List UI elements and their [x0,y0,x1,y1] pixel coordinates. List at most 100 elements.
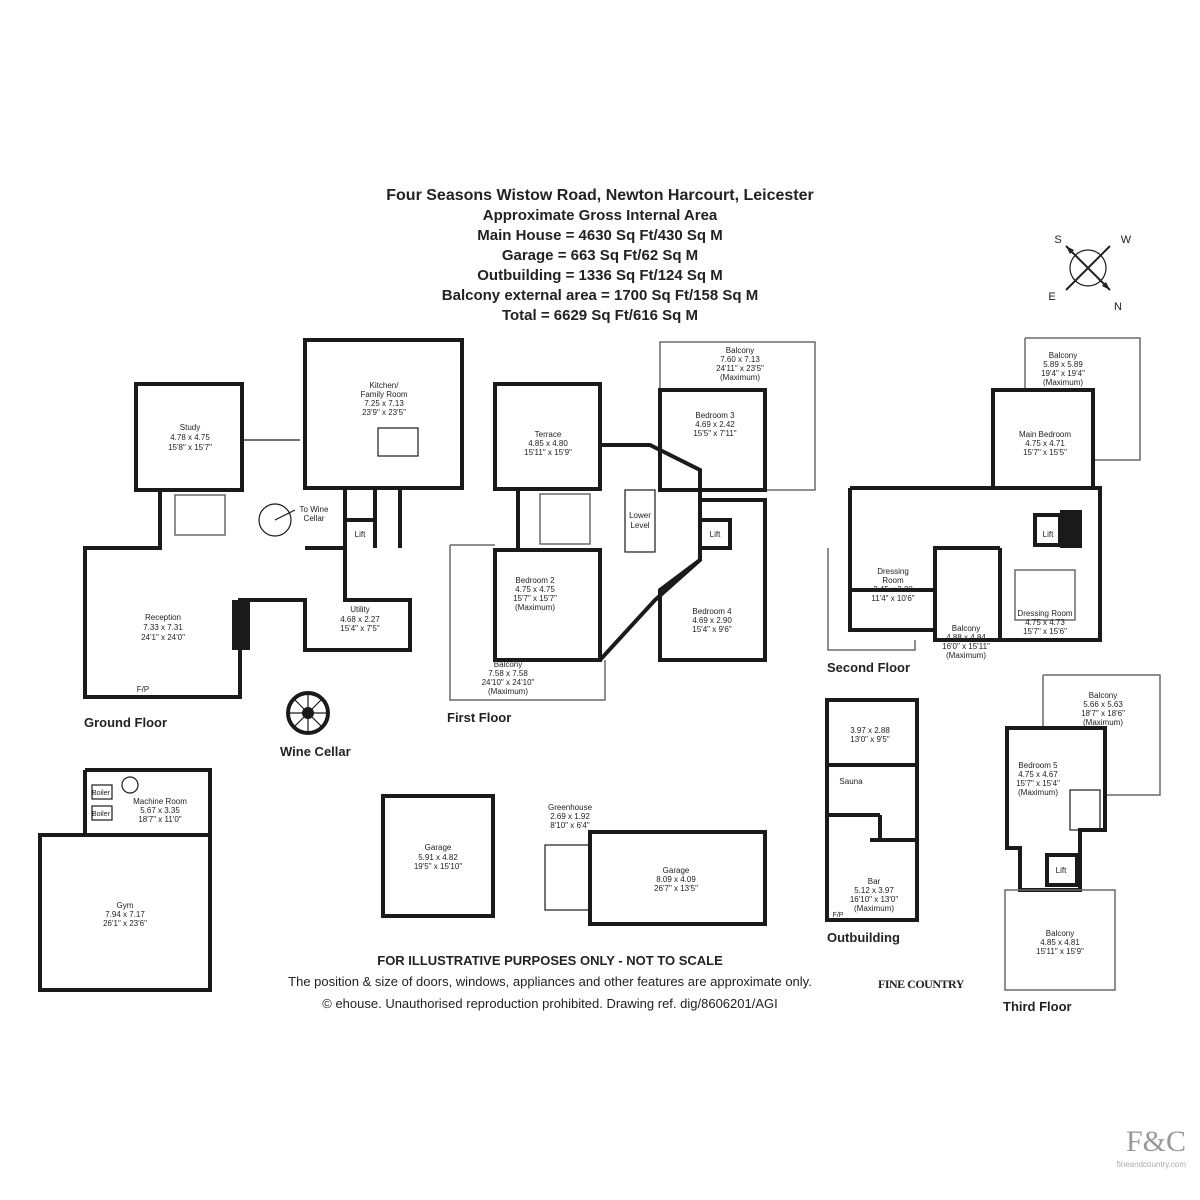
machine-gym-plan [38,768,212,992]
room-kitchen-2: Family Room [360,390,407,399]
room-balcony6: Balcony [1046,929,1074,938]
room-balcony3-note: (Maximum) [1043,378,1083,387]
room-machine: Machine Room [133,797,187,806]
room-balcony4-m: 4.88 x 4.84 [946,633,986,642]
compass-icon: S W E N [1048,234,1131,313]
room-bedroom3-m: 4.69 x 2.42 [695,420,735,429]
label-outbuilding: Outbuilding [827,930,900,945]
room-balcony2: Balcony [494,660,522,669]
room-reception: Reception [145,613,181,622]
plan-subtitle: Approximate Gross Internal Area [482,207,718,224]
room-balcony6-ft: 15'11" x 15'9" [1036,947,1084,956]
room-balcony1-ft: 24'11" x 23'5" [716,364,764,373]
outbuilding-plan [825,698,919,922]
room-bedroom2-note: (Maximum) [515,603,555,612]
room-bedroom5-m: 4.75 x 4.67 [1018,770,1058,779]
room-dressing1-2: Room [882,576,904,585]
room-balcony3-m: 5.89 x 5.89 [1043,360,1083,369]
room-balcony3-ft: 19'4" x 19'4" [1041,369,1085,378]
room-greenhouse-m: 2.69 x 1.92 [550,812,590,821]
label-lift-ground: Lift [355,530,366,539]
room-terrace: Terrace [535,430,562,439]
room-kitchen-m: 7.25 x 7.13 [364,399,404,408]
area-outbuilding: Outbuilding = 1336 Sq Ft/124 Sq M [477,267,723,284]
room-out-ft: 13'0" x 9'5" [850,735,890,744]
room-reception-m: 7.33 x 7.31 [143,623,183,632]
room-dressing2-m: 4.75 x 4.73 [1025,618,1065,627]
room-dressing1: Dressing [877,567,909,576]
room-greenhouse-ft: 8'10" x 6'4" [550,821,590,830]
room-out-m: 3.97 x 2.88 [850,726,890,735]
disclaimer-heading: FOR ILLUSTRATIVE PURPOSES ONLY - NOT TO … [377,953,723,968]
label-level: Level [630,521,649,530]
room-bedroom5: Bedroom 5 [1018,761,1058,770]
room-balcony5-ft: 18'7" x 18'6" [1081,709,1125,718]
room-terrace-m: 4.85 x 4.80 [528,439,568,448]
copyright-text: © ehouse. Unauthorised reproduction proh… [322,996,778,1011]
room-greenhouse: Greenhouse [548,803,593,812]
room-bedroom4-ft: 15'4" x 9'6" [692,625,732,634]
room-bedroom2: Bedroom 2 [515,576,555,585]
label-lift-second: Lift [1043,530,1054,539]
room-bedroom5-note: (Maximum) [1018,788,1058,797]
second-floor-plan [827,337,1141,651]
room-balcony1: Balcony [726,346,754,355]
label-second-floor: Second Floor [827,660,910,675]
room-garage2-ft: 26'7" x 13'5" [654,884,698,893]
room-balcony1-note: (Maximum) [720,373,760,382]
room-balcony5-m: 5.66 x 5.63 [1083,700,1123,709]
plan-title: Four Seasons Wistow Road, Newton Harcour… [386,187,814,204]
first-floor-plan [449,341,816,701]
ground-floor-plan [83,338,464,699]
disclaimer-text: The position & size of doors, windows, a… [288,974,812,989]
room-balcony4: Balcony [952,624,980,633]
room-garage2: Garage [663,866,690,875]
room-bar-ft: 16'10" x 13'0" [850,895,898,904]
fc-corner-logo: F&C [1125,1125,1186,1158]
room-bar-note: (Maximum) [854,904,894,913]
room-utility: Utility [350,605,370,614]
room-balcony2-m: 7.58 x 7.58 [488,669,528,678]
room-bedroom4: Bedroom 4 [692,607,732,616]
room-utility-m: 4.68 x 2.27 [340,615,380,624]
garage1-plan [381,794,495,918]
room-balcony1-m: 7.60 x 7.13 [720,355,760,364]
room-study-m: 4.78 x 4.75 [170,433,210,442]
room-balcony5-note: (Maximum) [1083,718,1123,727]
room-kitchen: Kitchen/ [370,381,400,390]
label-wine-cellar: Wine Cellar [280,744,351,759]
area-garage: Garage = 663 Sq Ft/62 Sq M [501,247,699,264]
room-garage1-ft: 19'5" x 15'10" [414,862,462,871]
compass-s: S [1054,234,1061,246]
room-bar-m: 5.12 x 3.97 [854,886,894,895]
room-utility-ft: 15'4" x 7'5" [340,624,380,633]
area-main-house: Main House = 4630 Sq Ft/430 Sq M [477,227,723,244]
room-garage1: Garage [425,843,452,852]
room-study: Study [180,423,200,432]
room-reception-ft: 24'1" x 24'0" [141,633,185,642]
label-boiler1: Boiler [92,790,111,797]
room-bedroom2-m: 4.75 x 4.75 [515,585,555,594]
fc-corner-url: fineandcountry.com [1116,1160,1186,1169]
room-gym-m: 7.94 x 7.17 [105,910,145,919]
label-lift-third: Lift [1056,866,1067,875]
room-balcony2-ft: 24'10" x 24'10" [482,678,535,687]
room-main-bedroom: Main Bedroom [1019,430,1071,439]
room-bedroom3: Bedroom 3 [695,411,735,420]
room-gym-ft: 26'1" x 23'6" [103,919,147,928]
label-lower: Lower [629,511,651,520]
label-ground-floor: Ground Floor [84,715,167,730]
room-machine-ft: 18'7" x 11'0" [138,815,181,824]
label-third-floor: Third Floor [1003,999,1072,1014]
room-study-ft: 15'8" x 15'7" [168,443,212,452]
room-balcony6-m: 4.85 x 4.81 [1040,938,1080,947]
label-boiler2: Boiler [92,811,111,818]
room-terrace-ft: 15'11" x 15'9" [524,448,572,457]
label-cellar: Cellar [304,514,325,523]
compass-w: W [1121,234,1132,246]
room-gym: Gym [117,901,134,910]
room-bedroom5-ft: 15'7" x 15'4" [1016,779,1060,788]
room-balcony4-ft: 16'0" x 15'11" [942,642,990,651]
room-dressing2-ft: 15'7" x 15'6" [1023,627,1067,636]
